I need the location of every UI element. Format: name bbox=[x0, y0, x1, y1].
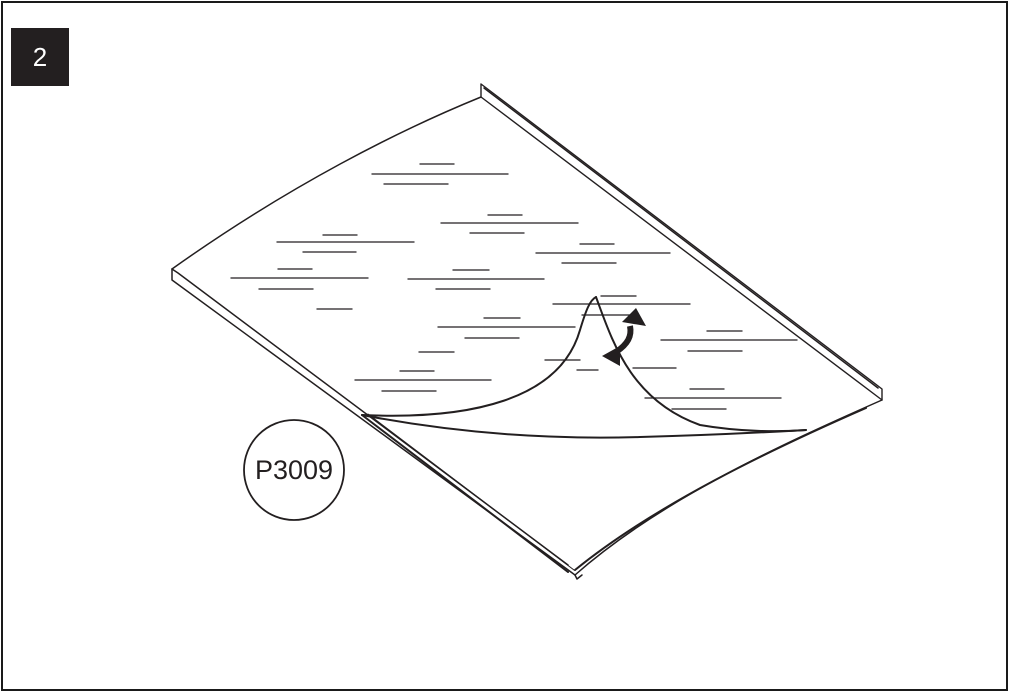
sheet-right-edge bbox=[574, 399, 883, 576]
peeled-film-base-curve bbox=[361, 414, 807, 439]
part-number: P3009 bbox=[254, 454, 334, 485]
peeled-film-left-curve bbox=[361, 296, 597, 417]
curved-double-arrow-icon bbox=[602, 308, 646, 366]
step-number-badge: 2 bbox=[11, 28, 69, 86]
step-number: 2 bbox=[32, 41, 48, 72]
sheet-right-lip bbox=[480, 83, 883, 401]
sheet-left-lip bbox=[171, 268, 576, 576]
part-number-label: P3009 bbox=[244, 430, 344, 510]
part-callout-circle bbox=[243, 419, 345, 521]
film-texture-lines bbox=[230, 163, 798, 410]
sheet-top-edge bbox=[171, 96, 482, 270]
